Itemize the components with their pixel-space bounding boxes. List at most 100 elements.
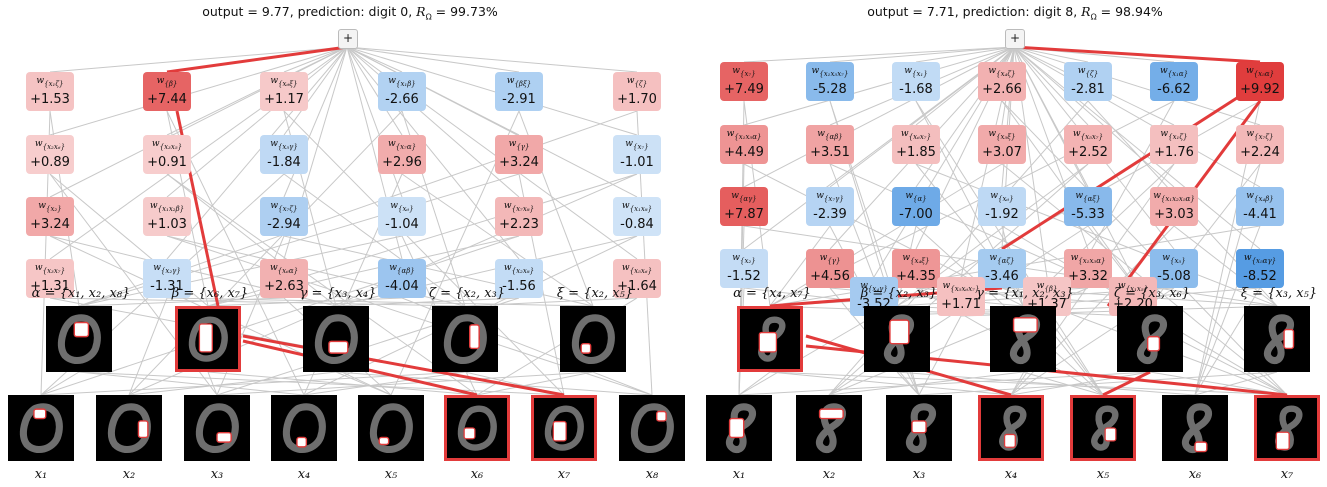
input-image [271,395,337,461]
weight-value: -5.28 [813,81,847,97]
digit-glyph [1275,405,1303,451]
weight-value: -2.66 [385,91,419,107]
input-image [706,395,772,461]
weight-node: w{ζ}-2.81 [1064,62,1112,101]
group-image [46,306,112,372]
digit-glyph [443,314,487,365]
weight-value: -7.00 [899,206,933,222]
input-image [96,395,162,461]
weight-value: +1.64 [617,278,657,294]
edge [78,371,305,396]
input-label: x₅ [384,467,398,482]
edge [464,297,638,307]
group-image [864,306,930,372]
weight-value: +1.71 [941,296,981,312]
input-label: x₇ [1280,467,1294,482]
weight-value: -2.94 [267,216,301,232]
edge [283,110,565,396]
edge [207,297,403,307]
weight-node: w{αβ}+3.51 [806,125,854,164]
edge [346,46,638,136]
weight-node: w{x₇} -1.01 [613,135,661,174]
edge [738,371,1151,396]
input-label: x₃ [912,467,926,482]
edge [915,163,1278,307]
edge [335,371,392,396]
weight-node: w{x₆}-1.04 [378,197,426,236]
highlight-patch [758,331,778,353]
highlight-patch [137,420,149,439]
weight-label: w{x₇x₈} [503,201,535,213]
weight-label: w{x₄β} [1246,191,1274,203]
group-label: β = {x₆, x₇} [171,286,249,301]
digit-glyph [188,316,228,362]
weight-label: w{x₁} [904,66,928,78]
edge [207,235,520,307]
weight-value: +2.63 [264,278,304,294]
digit-glyph [282,403,326,454]
input-image [8,395,74,461]
weight-value: +3.51 [810,144,850,160]
panel-2-title: output = 7.71, prediction: digit 8, RΩ =… [867,4,1163,22]
input-image [619,395,685,461]
weight-value: -1.56 [502,278,536,294]
group-image [1117,306,1183,372]
highlight-edge [242,334,565,397]
weight-node: w{x₁}-1.68 [892,62,940,101]
weight-label: w{x₇ζ} [270,201,298,213]
weight-value: +3.07 [982,144,1022,160]
weight-label: w{x₁x₂x₅α} [1153,191,1195,203]
group-label: ξ = {x₂, x₅} [556,286,634,301]
edge [829,46,1015,63]
digit-glyph [457,405,497,451]
weight-label: w{β} [1036,281,1058,293]
highlight-patch [1003,433,1016,448]
weight-value: -1.01 [620,154,654,170]
weight-node: w{x₄ζ}+2.66 [978,62,1026,101]
weight-node: w{αβ}-4.04 [378,259,426,298]
highlight-patch [463,427,476,440]
weight-value: +7.44 [147,91,187,107]
edge [283,173,466,307]
weight-node: w{x₂x₆}+0.89 [26,135,74,174]
weight-value: +2.52 [1068,144,1108,160]
weight-node: w{x₇}+7.49 [720,62,768,101]
highlight-edge [166,45,348,74]
weight-value: -1.04 [385,216,419,232]
weight-node: w{ζ}+1.70 [613,72,661,111]
weight-node: w{x₁x₃α}+3.32 [1064,249,1112,288]
weight-label: w{x₅x₆x₇} [942,281,980,293]
digit-glyph [815,403,847,453]
weight-label: w{x₇} [625,139,649,151]
weight-value: +1.53 [30,91,70,107]
weight-label: w{x₁β} [388,76,416,88]
highlight-patch [1146,335,1161,352]
weight-label: w{x₅ξ} [988,129,1016,141]
edge [1010,371,1151,396]
edge [49,297,466,307]
edge [166,46,348,198]
weight-label: w{x₇} [732,66,756,78]
edge [283,46,348,73]
weight-value: +2.96 [382,154,422,170]
weight-value: -2.91 [502,91,536,107]
edge [401,173,594,307]
weight-node: w{x₅x₆x₇} +1.71 [937,277,985,316]
weight-value: -1.52 [727,268,761,284]
weight-value: +1.76 [1154,144,1194,160]
weight-label: w{αβ} [389,263,415,275]
weight-node: w{αζ}-3.46 [978,249,1026,288]
weight-node: w{x₁x₅x₇}-5.28 [806,62,854,101]
digit-glyph [57,314,101,365]
weight-node: w{x₅x₆}+1.64 [613,259,661,298]
weight-value: +2.24 [1240,144,1280,160]
digit-glyph [725,403,757,453]
weight-node: w{x₁x₂x₅α}+3.03 [1150,187,1198,226]
edge [40,371,80,396]
weight-node: w{x₇α}+2.96 [378,135,426,174]
input-label: x₂ [822,467,836,482]
weight-node: w{x₄ξ}+4.35 [892,249,940,288]
weight-node: w{γ}+3.24 [495,135,543,174]
edge [49,46,348,136]
edge [346,46,638,73]
